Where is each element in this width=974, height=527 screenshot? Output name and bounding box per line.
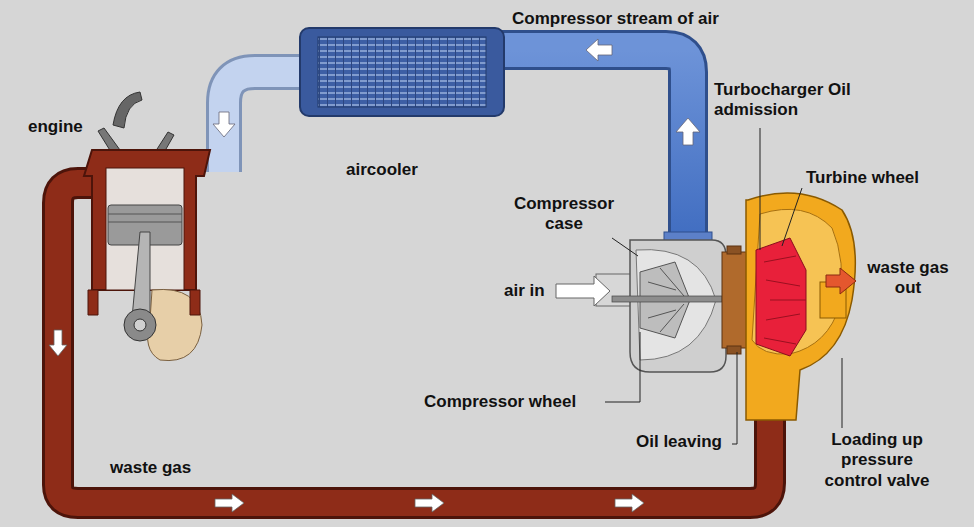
part-label: aircooler	[346, 160, 418, 180]
cooled-air-pipe	[224, 72, 306, 172]
pipe-label: waste gas	[110, 458, 191, 478]
turbocharger-illustration	[596, 193, 856, 420]
part-label: Loading up pressure control valve	[812, 430, 942, 491]
engine-illustration	[84, 92, 210, 361]
exhaust-pipe-outline	[58, 183, 770, 503]
flow-label: waste gas out	[858, 258, 958, 299]
air-in-arrow	[556, 276, 610, 306]
exhaust-pipe	[58, 183, 770, 503]
flow-label: air in	[504, 281, 545, 301]
part-label: engine	[28, 117, 83, 137]
part-label: Turbine wheel	[806, 168, 919, 188]
part-label: Compressor case	[508, 194, 620, 235]
part-label: Oil leaving	[636, 432, 722, 452]
part-label: Turbocharger Oil admission	[714, 80, 854, 121]
pipe-label: Compressor stream of air	[512, 9, 719, 29]
compressed-air-pipe-outline	[498, 50, 688, 245]
compressed-air-pipe	[498, 50, 688, 245]
flow-arrows-exhaust	[49, 330, 644, 512]
part-label: Compressor wheel	[424, 392, 576, 412]
aircooler-body	[300, 28, 504, 116]
cooled-air-pipe-outline	[224, 72, 306, 172]
aircooler-core	[318, 37, 486, 107]
